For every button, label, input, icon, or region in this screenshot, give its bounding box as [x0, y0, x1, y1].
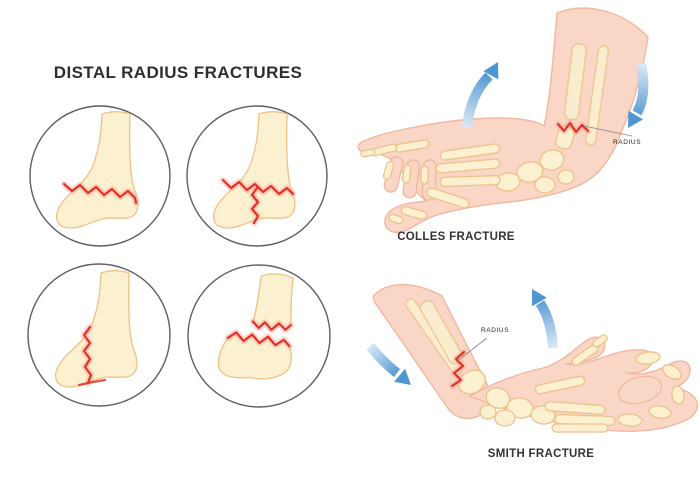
- down-arrow-icon: [628, 62, 649, 128]
- bone-shaft-fragment: [252, 273, 294, 331]
- fracture-circle-4: [187, 264, 331, 408]
- radius-pointer-line: [583, 125, 633, 137]
- intra-articular-fracture-line: [250, 186, 260, 225]
- fracture-circle-3: [27, 263, 171, 407]
- curled-finger-fold: [617, 375, 663, 405]
- colles-illustration: [357, 7, 649, 234]
- down-arrow-icon: [366, 342, 411, 385]
- smith-illustration: [366, 283, 699, 433]
- hand-skeleton: [405, 298, 685, 433]
- smith-fracture-line: [450, 350, 466, 388]
- radius-label-colles: RADIUS: [613, 139, 642, 146]
- fracture-edge-accent: [77, 378, 107, 387]
- radius-bone: [563, 43, 587, 121]
- fracture-circle-2: [186, 105, 328, 247]
- colles-fracture-caption: COLLES FRACTURE: [397, 231, 515, 243]
- displaced-fracture-upper-edge: [251, 320, 292, 331]
- transverse-fracture-line: [62, 182, 138, 205]
- hand-skeleton: [360, 43, 609, 225]
- finger-bones: [360, 139, 430, 225]
- finger-bones: [571, 334, 685, 427]
- vertical-fracture-line: [82, 325, 93, 385]
- page-title: DISTAL RADIUS FRACTURES: [53, 63, 303, 82]
- forearm-hand-skin: [357, 7, 649, 234]
- ulna-bone: [585, 45, 609, 146]
- circle-outline: [187, 264, 331, 408]
- up-arrow-icon: [462, 62, 499, 128]
- fracture-circle-1: [29, 105, 171, 247]
- radius-label-smith: RADIUS: [481, 327, 510, 334]
- up-arrow-icon: [532, 289, 558, 349]
- transverse-fracture-line: [221, 178, 295, 196]
- radius-distal-fragment: [458, 369, 486, 395]
- metacarpal-bones: [426, 143, 501, 209]
- carpal-bones: [479, 387, 556, 427]
- metacarpal-bones: [534, 375, 616, 433]
- carpal-bones: [495, 149, 575, 194]
- displaced-fracture-lower-edge: [226, 331, 291, 348]
- colles-fracture-line: [556, 121, 590, 134]
- radius-pointer-line: [455, 337, 488, 363]
- smith-fracture-caption: SMITH FRACTURE: [487, 448, 595, 460]
